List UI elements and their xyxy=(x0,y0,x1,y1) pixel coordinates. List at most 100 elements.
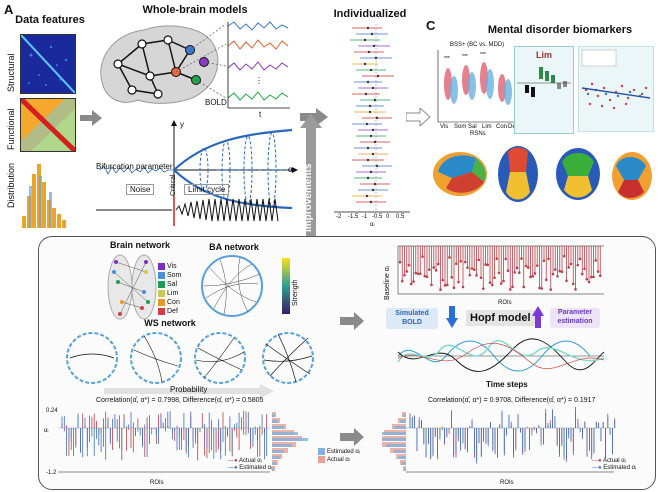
hist-bar-estimated xyxy=(272,432,298,435)
left-result-title: Correlation(α̂, α*) = 0.7998, Difference… xyxy=(96,397,264,404)
time-series-plot xyxy=(397,338,605,372)
left-y-tick-top: 0.24 xyxy=(46,408,58,414)
ba-network-title: BA network xyxy=(209,242,259,252)
baseline-stem-marker xyxy=(567,266,571,269)
baseline-stem-marker xyxy=(517,271,521,274)
rsn-legend-item: Vis xyxy=(158,262,181,271)
hist-bar-estimated xyxy=(272,420,278,423)
hist-bar-estimated xyxy=(394,426,406,429)
c-x-label-som: Som xyxy=(454,124,467,130)
baseline-stem-marker xyxy=(445,283,449,287)
baseline-stem-marker xyxy=(526,266,530,269)
hist-bar-estimated xyxy=(404,468,406,471)
baseline-stem-marker xyxy=(418,272,422,276)
arrow-individualized-to-biomarkers xyxy=(406,108,430,126)
t-label: t xyxy=(259,110,262,119)
arrow-results-improvement xyxy=(340,428,364,446)
baseline-stem-marker xyxy=(481,287,485,290)
baseline-stem-marker xyxy=(580,272,584,276)
baseline-stem-marker xyxy=(535,264,539,267)
right-x-label: ROIs xyxy=(500,480,514,486)
functional-matrix xyxy=(20,98,76,152)
baseline-stem-marker xyxy=(495,257,499,261)
ba-network-graph xyxy=(201,255,263,317)
right-result-plot xyxy=(382,407,616,473)
panel-a-letter: A xyxy=(4,2,14,17)
left-y-tick-bottom: -1.2 xyxy=(46,470,57,476)
hist-bar-estimated xyxy=(398,456,406,459)
baseline-stem-marker xyxy=(592,275,595,279)
c-x-axis-label: RSNs xyxy=(470,131,486,137)
rsn-legend-item: Som xyxy=(158,271,181,280)
rsn-legend-item: Lim xyxy=(158,289,181,298)
limit-cycle-label: Limit cycle xyxy=(184,184,230,195)
lim-bars xyxy=(517,67,571,97)
baseline-stem-marker xyxy=(520,257,523,260)
baseline-stem-marker xyxy=(569,262,573,266)
hist-bar-estimated xyxy=(272,414,275,417)
baseline-stem-marker xyxy=(587,280,591,284)
c-x-label-sal: Sal xyxy=(468,124,477,130)
baseline-stem-marker xyxy=(400,279,404,283)
left-y-label: αᵢ xyxy=(44,428,49,434)
baseline-stem-marker xyxy=(547,257,550,261)
strength-colorbar xyxy=(282,258,290,314)
baseline-stem-marker xyxy=(425,275,429,279)
baseline-stem-marker xyxy=(574,288,577,291)
svg-text:***: *** xyxy=(480,52,486,58)
bss-subplot-title: BSS+ (BC vs. MDD) xyxy=(450,42,505,48)
brain-top xyxy=(498,146,538,202)
left-legend: —● Actual αᵢ —● Estimated αᵢ xyxy=(228,458,272,472)
svg-text:***: *** xyxy=(444,56,450,62)
violin-plot: *** *** *** xyxy=(437,50,520,123)
baseline-stem-marker xyxy=(511,285,514,289)
right-legend-actual: —● Actual αᵢ xyxy=(592,458,626,464)
baseline-stem-marker xyxy=(524,264,528,268)
hist-bar-estimated xyxy=(402,462,406,465)
baseline-stem-marker xyxy=(486,263,490,267)
baseline-stem-marker xyxy=(533,272,537,275)
whole-brain-network-illustration: ⋮ xyxy=(100,21,290,109)
baseline-stem-marker xyxy=(414,271,418,275)
hist-bar-estimated xyxy=(272,468,274,471)
baseline-stem-marker xyxy=(477,258,481,262)
baseline-stem-marker xyxy=(553,268,557,271)
baseline-stem-marker xyxy=(441,278,445,282)
arrow-network-to-model xyxy=(340,312,364,330)
hist-bar-estimated xyxy=(272,450,284,453)
baseline-stem-marker xyxy=(454,262,458,266)
data-features-title: Data features xyxy=(15,14,85,26)
baseline-stem-marker xyxy=(493,276,496,280)
left-x-label: ROIs xyxy=(150,480,164,486)
baseline-stem-marker xyxy=(448,256,451,259)
rsn-legend-item: Sal xyxy=(158,280,181,289)
brain-back xyxy=(612,152,652,200)
hopf-model-label: Hopf model xyxy=(466,310,535,326)
mental-disorder-title: Mental disorder biomarkers xyxy=(487,24,633,36)
arrow-features-to-model xyxy=(80,110,102,126)
hist-bar-estimated xyxy=(382,438,406,441)
baseline-stem-marker xyxy=(430,283,433,287)
baseline-stem-marker xyxy=(479,276,483,280)
ws-graph-3 xyxy=(194,332,246,384)
brain-network-title: Brain network xyxy=(109,240,170,250)
c-x-label-lim: Lim xyxy=(482,124,492,130)
baseline-stem-marker xyxy=(457,280,460,284)
hist-bar-estimated xyxy=(272,426,284,429)
left-result-plot xyxy=(58,410,308,473)
hist-legend-estimated: Estimated αᵢ xyxy=(318,448,360,456)
baseline-stem-marker xyxy=(412,280,415,283)
baseline-stem-marker xyxy=(531,274,535,278)
baseline-stem-marker xyxy=(421,255,424,258)
distribution-bars xyxy=(22,164,66,228)
parameter-estimation-label: Parameter estimation xyxy=(550,308,600,328)
baseline-stem-marker xyxy=(470,267,474,270)
c-x-label-vis: Vis xyxy=(440,124,449,130)
baseline-stem-marker xyxy=(571,282,575,286)
baseline-stem-marker xyxy=(560,270,564,274)
probability-label: Probability xyxy=(170,385,208,394)
baseline-stem-marker xyxy=(439,288,442,291)
c-x-label-def: Def xyxy=(508,124,518,130)
hist-legend: Estimated αᵢ Actual αᵢ xyxy=(318,448,360,464)
lim-subplot xyxy=(514,46,574,134)
